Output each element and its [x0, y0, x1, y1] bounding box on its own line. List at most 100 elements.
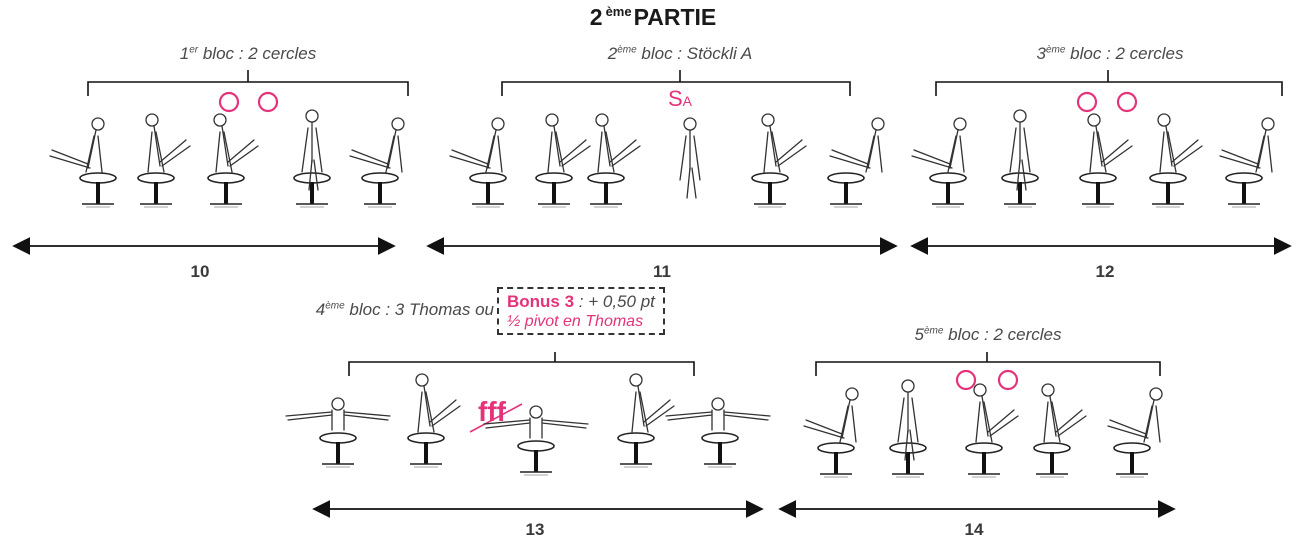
gymnast-figure	[911, 117, 967, 173]
title-sup: ème	[605, 4, 632, 19]
gymnast-figure	[415, 373, 461, 433]
title-word: PARTIE	[633, 4, 717, 30]
figures-segment-10	[49, 109, 405, 208]
block-1-text: bloc : 2 cercles	[198, 44, 317, 63]
pommel-horse-icon	[1001, 172, 1039, 208]
figures-segment-12	[911, 109, 1275, 208]
segment-14-text: 14	[964, 520, 984, 539]
figures-segment-11	[449, 113, 885, 208]
circle-marks	[218, 91, 1138, 391]
gymnast-figure	[665, 397, 771, 431]
block-5-sup: ème	[923, 325, 944, 337]
segment-number-11: 11	[632, 262, 692, 282]
bracket-3	[935, 70, 1283, 96]
block-3-sup: ème	[1045, 44, 1066, 56]
pommel-horse-icon	[207, 172, 245, 208]
gymnast-figure	[49, 117, 105, 173]
bracket-2	[501, 70, 851, 96]
gymnast-figure	[1107, 387, 1163, 443]
block-label-4: 4ème bloc : 3 Thomas ou	[226, 300, 494, 320]
segment-number-10: 10	[170, 262, 230, 282]
pommel-horse-icon	[137, 172, 175, 208]
block-5-num: 5	[914, 325, 924, 344]
circle-mark	[1116, 91, 1138, 113]
pommel-horse-icon	[701, 432, 739, 468]
bracket-1	[87, 70, 409, 96]
pommel-horse-icon	[827, 172, 865, 208]
gymnast-figure	[545, 113, 591, 173]
block-1-sup: er	[189, 44, 199, 56]
gymnast-figure	[213, 113, 259, 173]
pommel-horse-icon	[361, 172, 399, 208]
circle-mark	[218, 91, 240, 113]
block-4-sup: ème	[325, 300, 345, 312]
circle-mark	[997, 369, 1019, 391]
pommel-horse-icon	[1033, 442, 1071, 478]
bonus-value: : + 0,50 pt	[574, 292, 655, 311]
crossed-mark: fff	[478, 396, 506, 428]
figures-segment-14	[803, 379, 1163, 478]
bracket-5	[815, 352, 1161, 376]
gymnast-figure	[1219, 117, 1275, 173]
pommel-horse-icon	[817, 442, 855, 478]
pommel-horse-icon	[965, 442, 1003, 478]
gymnast-figure	[1157, 113, 1203, 173]
gymnast-figure	[449, 117, 505, 173]
pommel-horse-icon	[889, 442, 927, 478]
gymnast-figure	[679, 117, 701, 199]
gymnast-figure	[803, 387, 859, 443]
segment-12-text: 12	[1095, 262, 1115, 281]
gymnast-figure	[1087, 113, 1133, 173]
segment-arrows	[12, 237, 1292, 518]
pommel-horse-icon	[517, 440, 555, 476]
circle-mark	[257, 91, 279, 113]
segment-number-12: 12	[1075, 262, 1135, 282]
pommel-horse-icon	[929, 172, 967, 208]
pommel-horse-icon	[469, 172, 507, 208]
circle-mark	[1076, 91, 1098, 113]
block-2-sup: ème	[617, 44, 637, 56]
title-number: 2	[589, 4, 603, 30]
pommel-horse-icon	[535, 172, 573, 208]
bonus-description: ½ pivot en Thomas	[507, 313, 644, 330]
circle-mark	[955, 369, 977, 391]
pommel-horse-icon	[319, 432, 357, 468]
pommel-horse-icon	[293, 172, 331, 208]
pommel-horse-icon	[1149, 172, 1187, 208]
gymnast-figure	[761, 113, 807, 173]
block-5-text: bloc : 2 cercles	[943, 325, 1062, 344]
block-2-text: bloc : Stöckli A	[636, 44, 753, 63]
stockli-a-mark: SA	[640, 86, 720, 112]
strike-line	[469, 403, 523, 433]
block-3-text: bloc : 2 cercles	[1065, 44, 1184, 63]
block-label-5: 5ème bloc : 2 cercles	[848, 325, 1128, 345]
block-label-2: 2ème bloc : Stöckli A	[520, 44, 840, 64]
block-4-num: 4	[315, 300, 326, 319]
pommel-horse-icon	[1113, 442, 1151, 478]
segment-10-text: 10	[190, 262, 210, 281]
brackets	[87, 70, 1283, 376]
gymnast-figure	[145, 113, 191, 173]
gymnast-figure	[1041, 383, 1087, 443]
pommel-horse-icon	[751, 172, 789, 208]
pommel-horse-icon	[587, 172, 625, 208]
segment-11-text: 11	[653, 262, 671, 281]
gymnast-figure	[973, 383, 1019, 443]
pommel-horse-icon	[617, 432, 655, 468]
bonus-box: Bonus 3 : + 0,50 pt ½ pivot en Thomas	[497, 287, 665, 335]
block-3-num: 3	[1036, 44, 1046, 63]
bracket-4	[348, 352, 695, 376]
pommel-horse-icon	[407, 432, 445, 468]
gymnast-figure	[285, 397, 391, 431]
block-4-text: bloc : 3 Thomas ou	[344, 300, 494, 319]
gymnast-figure	[483, 405, 589, 439]
pommel-horse-icon	[1225, 172, 1263, 208]
block-label-3: 3ème bloc : 2 cercles	[960, 44, 1260, 64]
block-2-num: 2	[607, 44, 618, 63]
gymnast-figure	[349, 117, 405, 173]
gymnast-figure	[595, 113, 641, 173]
segment-number-14: 14	[944, 520, 1004, 540]
stockli-sub: A	[682, 93, 693, 109]
